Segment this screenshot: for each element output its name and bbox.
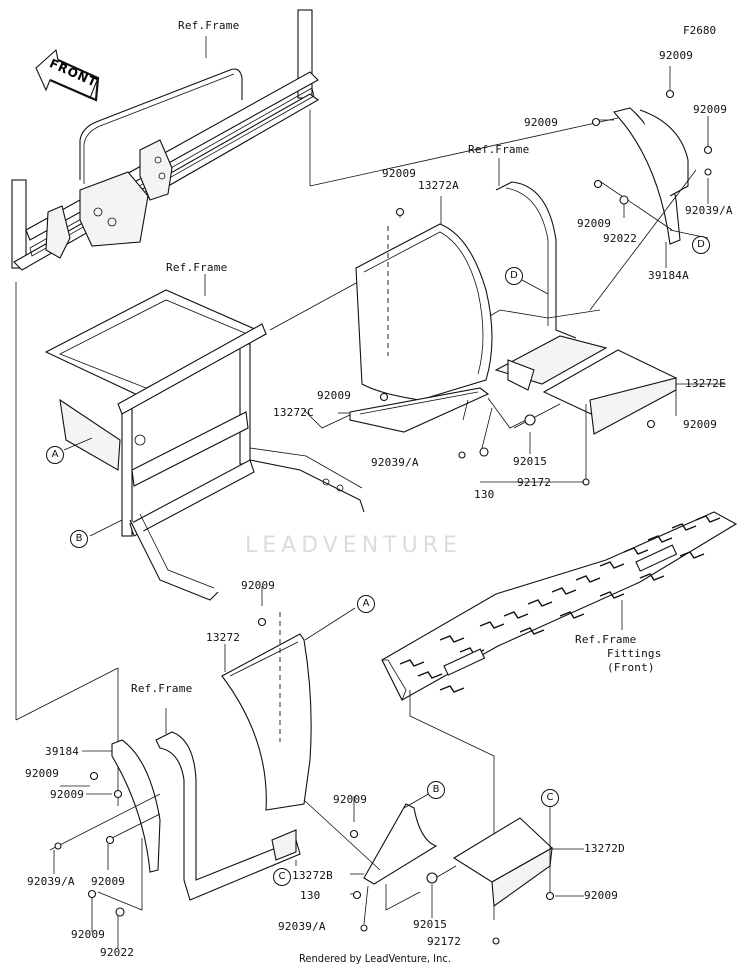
callout-a: A xyxy=(357,595,375,613)
bolt-icon xyxy=(593,179,603,189)
bolt-icon xyxy=(105,835,115,845)
rear-frame-upper xyxy=(11,9,319,271)
bolt-icon xyxy=(395,207,405,217)
ref-frame-label: Ref.Frame xyxy=(178,19,240,32)
part-label-92009[interactable]: 92009 xyxy=(50,788,85,801)
callout-a: A xyxy=(46,446,64,464)
bolt-icon xyxy=(379,392,389,402)
part-label-13272D[interactable]: 13272D xyxy=(584,842,625,855)
part-label-92009[interactable]: 92009 xyxy=(524,116,559,129)
callout-d: D xyxy=(692,236,710,254)
panel-13272 xyxy=(221,612,312,811)
grommet-icon xyxy=(524,414,536,426)
bolt-icon xyxy=(703,145,713,155)
callout-b: B xyxy=(70,530,88,548)
bolt-icon xyxy=(87,889,97,899)
fastener-icons xyxy=(54,89,713,945)
trim-39184A xyxy=(613,107,689,245)
part-label-92009[interactable]: 92009 xyxy=(577,217,612,230)
bolt-icon xyxy=(257,617,267,627)
rivet-icon xyxy=(54,842,62,850)
trim-13272B xyxy=(363,803,438,885)
part-label-92172[interactable]: 92172 xyxy=(427,935,462,948)
part-label-13272B[interactable]: 13272B xyxy=(292,869,333,882)
bolt-icon xyxy=(591,117,601,127)
trim-13272C xyxy=(349,387,490,433)
callout-b: B xyxy=(427,781,445,799)
callout-d: D xyxy=(505,267,523,285)
bolt-icon xyxy=(665,89,675,99)
part-label-92015[interactable]: 92015 xyxy=(413,918,448,931)
part-label-13272A[interactable]: 13272A xyxy=(418,179,459,192)
part-label-92009[interactable]: 92009 xyxy=(333,793,368,806)
part-label-92009[interactable]: 92009 xyxy=(71,928,106,941)
footer-credit: Rendered by LeadVenture, Inc. xyxy=(299,952,451,965)
rivet-icon xyxy=(458,451,466,459)
part-label-92009[interactable]: 92009 xyxy=(683,418,718,431)
part-label-92009[interactable]: 92009 xyxy=(584,889,619,902)
right-frame-arm xyxy=(494,181,608,391)
grommet-icon xyxy=(426,872,438,884)
bolt-icon xyxy=(349,829,359,839)
part-label-92009[interactable]: 92009 xyxy=(693,103,728,116)
watermark: LEADVENTURE xyxy=(245,533,462,558)
ref-frame-fittings-label: (Front) xyxy=(607,661,655,674)
rivet-icon xyxy=(360,924,368,932)
figure-id: F2680 xyxy=(683,24,717,37)
panel-13272A xyxy=(355,223,493,401)
bolt-icon xyxy=(545,891,555,901)
part-label-13272[interactable]: 13272 xyxy=(206,631,241,644)
main-frame-cage xyxy=(44,289,365,601)
bolt-icon xyxy=(113,789,123,799)
ref-frame-fittings-label: Ref.Frame xyxy=(575,633,637,646)
left-frame-arm xyxy=(155,731,301,901)
bolt-icon xyxy=(646,419,656,429)
ref-frame-label: Ref.Frame xyxy=(468,143,530,156)
floor-mat xyxy=(381,511,738,701)
bolt-icon xyxy=(89,771,99,781)
part-label-130[interactable]: 130 xyxy=(474,488,495,501)
part-label-39184[interactable]: 39184 xyxy=(45,745,80,758)
ref-frame-fittings-label: Fittings xyxy=(607,647,662,660)
bolt-icon xyxy=(352,890,362,900)
ref-frame-label: Ref.Frame xyxy=(131,682,193,695)
ref-frame-label: Ref.Frame xyxy=(166,261,228,274)
part-label-92009[interactable]: 92009 xyxy=(91,875,126,888)
part-label-92009[interactable]: 92009 xyxy=(659,49,694,62)
part-label-92039A[interactable]: 92039/A xyxy=(685,204,733,217)
part-label-13272C[interactable]: 13272C xyxy=(273,406,314,419)
part-label-39184A[interactable]: 39184A xyxy=(648,269,689,282)
front-arrow-icon xyxy=(35,48,100,102)
plate-13272E xyxy=(542,349,678,435)
part-label-130[interactable]: 130 xyxy=(300,889,321,902)
part-label-92009[interactable]: 92009 xyxy=(25,767,60,780)
screw-icon xyxy=(492,937,500,945)
part-label-92022[interactable]: 92022 xyxy=(603,232,638,245)
part-label-92039A[interactable]: 92039/A xyxy=(27,875,75,888)
part-label-92015[interactable]: 92015 xyxy=(513,455,548,468)
callout-c: C xyxy=(541,789,559,807)
callout-c: C xyxy=(273,868,291,886)
plate-13272D xyxy=(452,817,553,908)
rivet-icon xyxy=(704,168,712,176)
part-label-92039A[interactable]: 92039/A xyxy=(278,920,326,933)
washer-icon xyxy=(115,907,125,917)
part-label-92009[interactable]: 92009 xyxy=(382,167,417,180)
part-label-92009[interactable]: 92009 xyxy=(241,579,276,592)
part-label-92172[interactable]: 92172 xyxy=(517,476,552,489)
part-label-92022[interactable]: 92022 xyxy=(100,946,135,959)
part-label-92009[interactable]: 92009 xyxy=(317,389,352,402)
part-label-13272E[interactable]: 13272E xyxy=(685,377,726,390)
washer-icon xyxy=(619,195,629,205)
part-label-92039A[interactable]: 92039/A xyxy=(371,456,419,469)
